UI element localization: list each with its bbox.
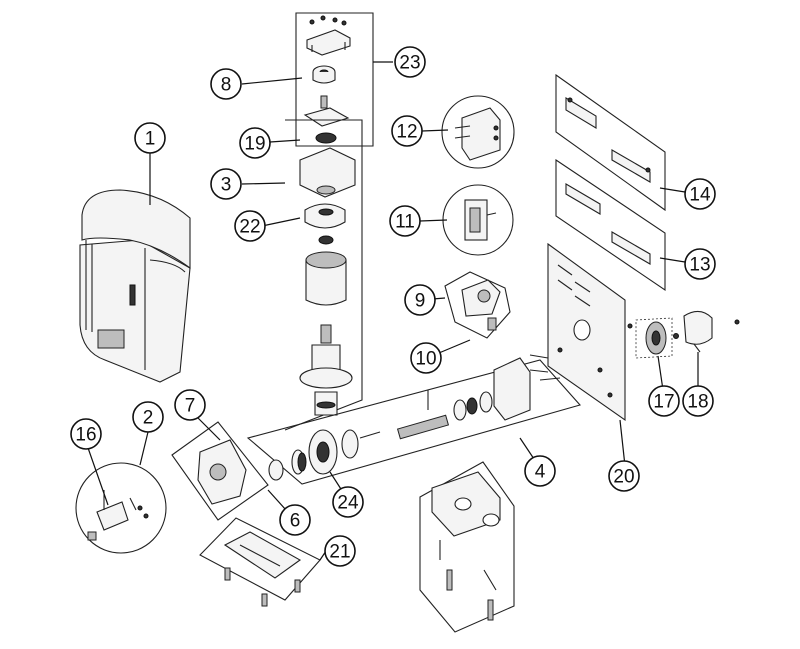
callout-circle xyxy=(608,460,640,492)
callout-circle xyxy=(389,205,421,237)
callout-circle xyxy=(682,385,714,417)
callout-circle xyxy=(410,342,442,374)
callout-9: 9 xyxy=(404,284,436,316)
callout-17: 17 xyxy=(648,385,680,417)
motor-column xyxy=(284,65,363,431)
callout-number: 14 xyxy=(689,185,711,206)
callout-20: 20 xyxy=(608,460,640,492)
callout-21: 21 xyxy=(324,535,356,567)
inset-12 xyxy=(441,95,515,169)
inset-11 xyxy=(442,184,514,256)
callout-number: 24 xyxy=(337,493,359,514)
callout-2: 2 xyxy=(132,401,164,433)
callout-4: 4 xyxy=(524,455,556,487)
callout-circle xyxy=(524,455,556,487)
callout-number: 10 xyxy=(415,349,436,370)
side-plate xyxy=(171,421,269,521)
bottom-bracket xyxy=(419,461,515,633)
limit-switch xyxy=(444,271,511,339)
callout-10: 10 xyxy=(410,342,442,374)
callout-circle xyxy=(210,168,242,200)
callout-circle xyxy=(648,385,680,417)
callout-number: 19 xyxy=(244,134,265,155)
callout-circle xyxy=(132,401,164,433)
callout-circle xyxy=(332,486,364,518)
callout-number: 9 xyxy=(415,291,426,312)
callout-6: 6 xyxy=(279,504,311,536)
callout-number: 11 xyxy=(395,212,415,233)
callout-number: 22 xyxy=(239,217,260,238)
callout-circle xyxy=(391,115,423,147)
callout-number: 18 xyxy=(687,392,708,413)
callout-number: 6 xyxy=(290,511,301,532)
callout-1: 1 xyxy=(134,122,166,154)
callout-12: 12 xyxy=(391,115,423,147)
callout-number: 17 xyxy=(653,392,674,413)
callout-number: 21 xyxy=(329,542,350,563)
callout-18: 18 xyxy=(682,385,714,417)
panel-13 xyxy=(555,158,666,292)
callout-24: 24 xyxy=(332,486,364,518)
callout-circle xyxy=(174,389,206,421)
callout-13: 13 xyxy=(684,248,716,280)
callout-circle xyxy=(394,46,426,78)
callout-23: 23 xyxy=(394,46,426,78)
callout-8: 8 xyxy=(210,68,242,100)
callout-circle xyxy=(234,210,266,242)
inset-2 xyxy=(75,462,167,554)
callout-circle xyxy=(70,418,102,450)
callout-number: 2 xyxy=(143,408,154,429)
callout-number: 20 xyxy=(613,467,634,488)
top-bracket xyxy=(295,12,374,147)
pinion-assembly xyxy=(627,310,740,359)
callout-circle xyxy=(404,284,436,316)
callout-number: 1 xyxy=(145,129,156,150)
motor-housing xyxy=(79,189,191,383)
callout-16: 16 xyxy=(70,418,102,450)
shaft-tray xyxy=(246,357,581,485)
callout-number: 12 xyxy=(396,122,417,143)
callout-11: 11 xyxy=(389,205,421,237)
callout-number: 13 xyxy=(689,255,710,276)
callout-circle xyxy=(210,68,242,100)
callout-number: 3 xyxy=(221,175,232,196)
callout-circle xyxy=(279,504,311,536)
callout-number: 8 xyxy=(221,75,232,96)
panel-14 xyxy=(555,73,666,212)
callout-number: 4 xyxy=(535,462,546,483)
callout-number: 23 xyxy=(399,53,420,74)
base-plate xyxy=(529,242,626,422)
callout-number: 7 xyxy=(185,396,196,417)
callout-circle xyxy=(134,122,166,154)
callout-circle xyxy=(324,535,356,567)
callout-14: 14 xyxy=(684,178,716,210)
callout-19: 19 xyxy=(239,127,271,159)
callout-22: 22 xyxy=(234,210,266,242)
callout-7: 7 xyxy=(174,389,206,421)
callout-circle xyxy=(239,127,271,159)
leader-lines xyxy=(86,61,699,561)
callout-number: 16 xyxy=(75,425,96,446)
callout-3: 3 xyxy=(210,168,242,200)
callout-circle xyxy=(684,248,716,280)
callout-circle xyxy=(684,178,716,210)
